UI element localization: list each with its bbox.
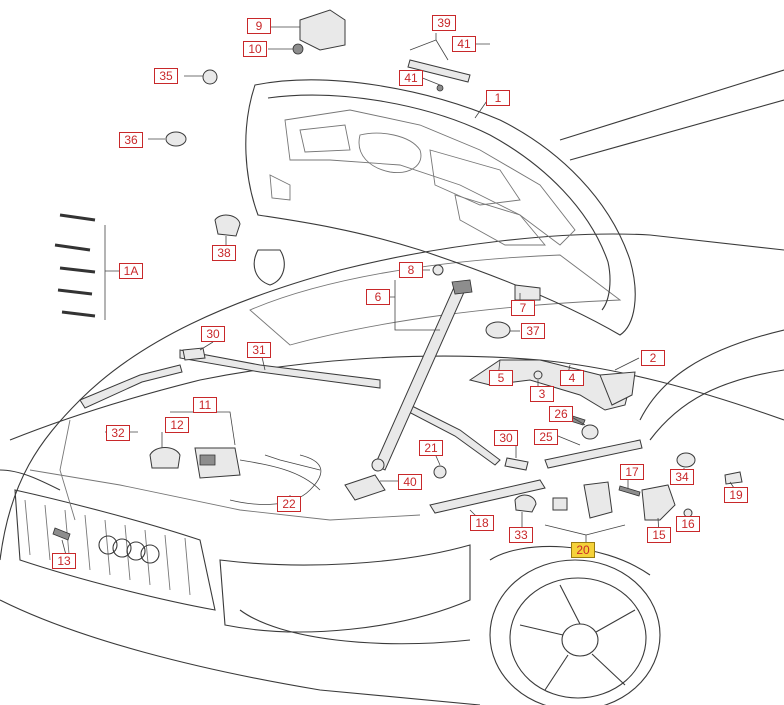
callout-12: 12 xyxy=(165,417,189,433)
callout-15: 15 xyxy=(647,527,671,543)
callout-9: 9 xyxy=(247,18,271,34)
callout-30-right: 30 xyxy=(494,430,518,446)
callout-38: 38 xyxy=(212,245,236,261)
callout-4: 4 xyxy=(560,370,584,386)
callout-8: 8 xyxy=(399,262,423,278)
callout-41-top: 41 xyxy=(452,36,476,52)
callout-5: 5 xyxy=(489,370,513,386)
callout-1A: 1A xyxy=(119,263,143,279)
callout-18: 18 xyxy=(470,515,494,531)
vehicle-body-outline xyxy=(0,69,784,561)
release-cable xyxy=(229,454,322,505)
callout-3: 3 xyxy=(530,386,554,402)
callout-1: 1 xyxy=(486,90,510,106)
hood-panel xyxy=(245,79,636,336)
callout-41-mid: 41 xyxy=(399,70,423,86)
callout-13: 13 xyxy=(52,553,76,569)
callout-2: 2 xyxy=(641,350,665,366)
callout-25: 25 xyxy=(534,429,558,445)
callout-6: 6 xyxy=(366,289,390,305)
callout-35: 35 xyxy=(154,68,178,84)
hood-lock-assembly xyxy=(149,447,321,491)
callout-19: 19 xyxy=(724,487,748,503)
callout-20-highlighted: 20 xyxy=(571,542,595,558)
front-wheel xyxy=(489,545,661,705)
callout-7: 7 xyxy=(511,300,535,316)
callout-37: 37 xyxy=(521,323,545,339)
callout-32: 32 xyxy=(106,425,130,441)
callout-34: 34 xyxy=(670,469,694,485)
hardware-parts xyxy=(52,9,743,541)
callout-33: 33 xyxy=(509,527,533,543)
callout-21: 21 xyxy=(419,440,443,456)
callout-17: 17 xyxy=(620,464,644,480)
callout-36: 36 xyxy=(119,132,143,148)
hood-gas-strut xyxy=(344,279,473,501)
callout-39: 39 xyxy=(432,15,456,31)
front-bumper-grille xyxy=(0,489,481,705)
callout-10: 10 xyxy=(243,41,267,57)
callout-26: 26 xyxy=(549,406,573,422)
seals-and-strips xyxy=(29,349,643,521)
callout-16: 16 xyxy=(676,516,700,532)
callout-22: 22 xyxy=(277,496,301,512)
callout-31: 31 xyxy=(247,342,271,358)
callout-30-left: 30 xyxy=(201,326,225,342)
callout-11: 11 xyxy=(193,397,217,413)
callout-40: 40 xyxy=(398,474,422,490)
